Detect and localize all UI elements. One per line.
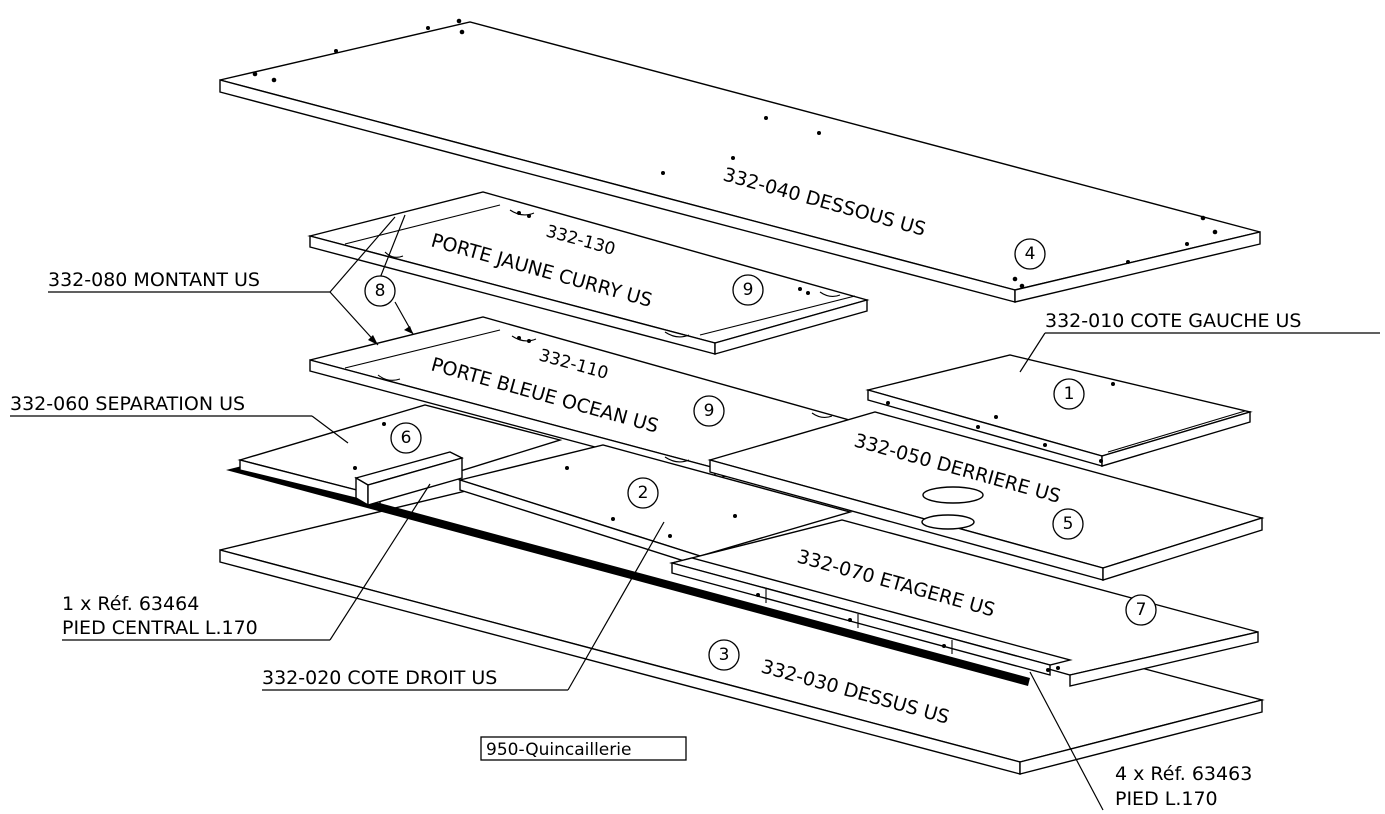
panel-porte-jaune: 332-130 PORTE JAUNE CURRY US 9 — [307, 191, 870, 355]
panel-separation: 332-060 SEPARATION US 6 — [10, 393, 563, 505]
base-rail — [226, 466, 1030, 686]
callout-circle-6 — [390, 422, 422, 454]
callout-number-5: 5 — [1063, 514, 1074, 534]
label-quincaillerie: 950-Quincaillerie — [486, 740, 631, 760]
quincaillerie-box: 950-Quincaillerie — [480, 736, 687, 761]
pied-callout: 4 x Réf. 63463 PIED L.170 — [1029, 671, 1252, 811]
callout-circle-2 — [627, 477, 659, 509]
callout-circle-9b — [693, 395, 725, 427]
pied-central: 1 x Réf. 63464 PIED CENTRAL L.170 — [62, 451, 464, 641]
panel-cote-droit: 2 332-020 COTE DROIT US — [262, 444, 853, 691]
callout-number-9a: 9 — [743, 280, 754, 300]
callout-number-7: 7 — [1136, 600, 1147, 620]
callout-number-8: 8 — [375, 281, 386, 301]
label-pied-ref: 4 x Réf. 63463 — [1115, 763, 1252, 785]
callout-circle-3 — [708, 639, 740, 671]
callout-number-3: 3 — [719, 645, 730, 665]
callout-circle-7 — [1125, 594, 1157, 626]
callout-circle-9a — [732, 274, 764, 306]
label-cote-droit: 332-020 COTE DROIT US — [262, 667, 497, 689]
label-cote-gauche: 332-010 COTE GAUCHE US — [1045, 310, 1302, 332]
label-montant: 332-080 MONTANT US — [48, 269, 260, 291]
label-separation: 332-060 SEPARATION US — [10, 393, 245, 415]
callout-number-1: 1 — [1064, 384, 1075, 404]
panel-dessus: 332-030 DESSUS US 3 — [219, 489, 1265, 775]
callout-number-4: 4 — [1025, 244, 1036, 264]
panel-dessous: 332-040 DESSOUS US 4 — [219, 18, 1261, 303]
callout-number-2: 2 — [638, 483, 649, 503]
panel-cote-gauche: 332-010 COTE GAUCHE US 1 — [865, 310, 1380, 467]
panel-etagere: 332-070 ETAGERE US 7 — [669, 519, 1259, 687]
label-pied-desc: PIED L.170 — [1115, 788, 1218, 810]
callout-number-6: 6 — [401, 428, 412, 448]
callout-circle-1 — [1053, 378, 1085, 410]
callout-number-9b: 9 — [704, 401, 715, 421]
callout-circle-8 — [364, 275, 396, 307]
label-pied-central-desc: PIED CENTRAL L.170 — [62, 617, 258, 639]
callout-circle-4 — [1014, 238, 1046, 270]
callout-circle-5 — [1052, 508, 1084, 540]
callout-montant: 332-080 MONTANT US 8 — [48, 214, 414, 346]
pied-rails — [669, 557, 1073, 676]
label-pied-central-ref: 1 x Réf. 63464 — [62, 593, 199, 615]
